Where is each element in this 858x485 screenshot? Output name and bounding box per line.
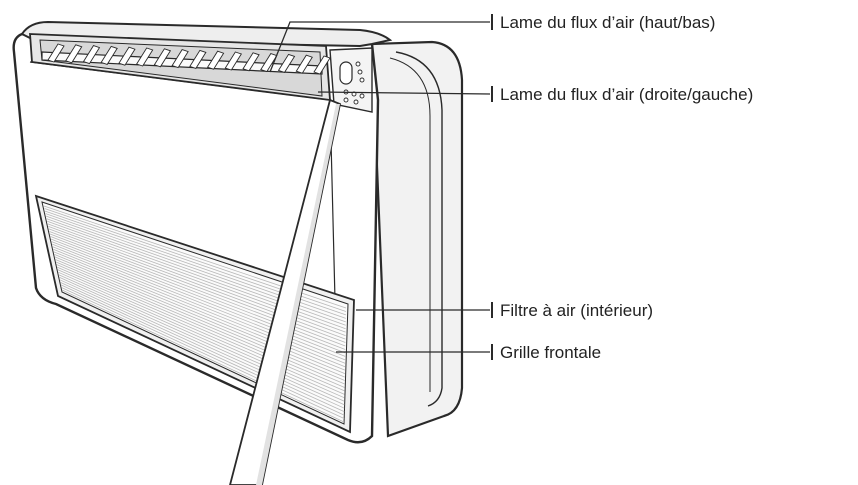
grille-slat (58, 274, 345, 402)
unit-side-inner-curve (395, 51, 443, 407)
grille-slat (54, 256, 345, 378)
indicator-light (353, 99, 359, 105)
louver-slat (189, 49, 207, 69)
grille-slat (50, 238, 346, 354)
louver-slat (47, 43, 65, 63)
grille-slat (61, 287, 345, 419)
grille-slat (60, 284, 345, 416)
grille-slat (55, 261, 345, 385)
grille-slat (59, 276, 345, 406)
grille-slat (55, 259, 345, 381)
pole-shadow (256, 104, 340, 485)
callout-leader-vertical-louver (269, 21, 490, 73)
indicator-light (355, 61, 361, 67)
air-outlet (29, 33, 331, 102)
louver-slat (82, 45, 101, 65)
indicator-lights (343, 61, 365, 105)
indicator-light (357, 69, 363, 75)
grille-slat (56, 264, 345, 388)
louver-slat (295, 54, 313, 74)
grille-slat (50, 236, 346, 350)
louver-slat (65, 44, 83, 64)
callout-label-front-grille: Grille frontale (500, 343, 601, 362)
grille-slat (58, 271, 345, 399)
grille-slat (56, 266, 345, 392)
indicator-light (343, 97, 349, 103)
control-panel (329, 47, 373, 113)
louver-slat (153, 48, 172, 68)
indicator-light (359, 93, 365, 99)
unit-side-inner-curve-2 (389, 57, 431, 392)
grille-slat (60, 281, 345, 413)
louver-slat (100, 45, 118, 65)
louver-slat (118, 46, 136, 66)
louver-slat (135, 47, 154, 67)
grille-slat (53, 248, 346, 368)
grille-slat (49, 231, 346, 343)
pole-shaft (229, 98, 342, 485)
grille-slat (52, 243, 346, 361)
grille-slat (49, 233, 346, 347)
louver-slat (277, 53, 296, 73)
callout-leader-horizontal-louver (317, 91, 491, 95)
callout-label-air-filter: Filtre à air (intérieur) (500, 301, 653, 320)
louver-slat (242, 52, 260, 72)
grille-slat (61, 289, 345, 423)
callout-label-horizontal-louver: Lame du flux d’air (droite/gauche) (500, 85, 753, 104)
louver-slat (224, 51, 243, 71)
louver-slat (206, 50, 225, 70)
grille-slat (53, 251, 346, 371)
callout-label-vertical-louver: Lame du flux d’air (haut/bas) (500, 13, 715, 32)
grille-slat (59, 279, 345, 409)
grille-slat (51, 241, 346, 357)
callouts: Lame du flux d’air (haut/bas) Lame du fl… (269, 13, 753, 362)
indicator-light (359, 77, 365, 83)
louver-slat (171, 49, 189, 69)
remote-holder-pole (229, 98, 342, 485)
horizontal-airflow-louver-slats (47, 43, 331, 75)
grille-slat (52, 246, 346, 364)
unit-side-panel (370, 40, 464, 438)
grille-slat (57, 269, 345, 395)
grille-slat (54, 253, 346, 375)
display-window (339, 61, 353, 85)
